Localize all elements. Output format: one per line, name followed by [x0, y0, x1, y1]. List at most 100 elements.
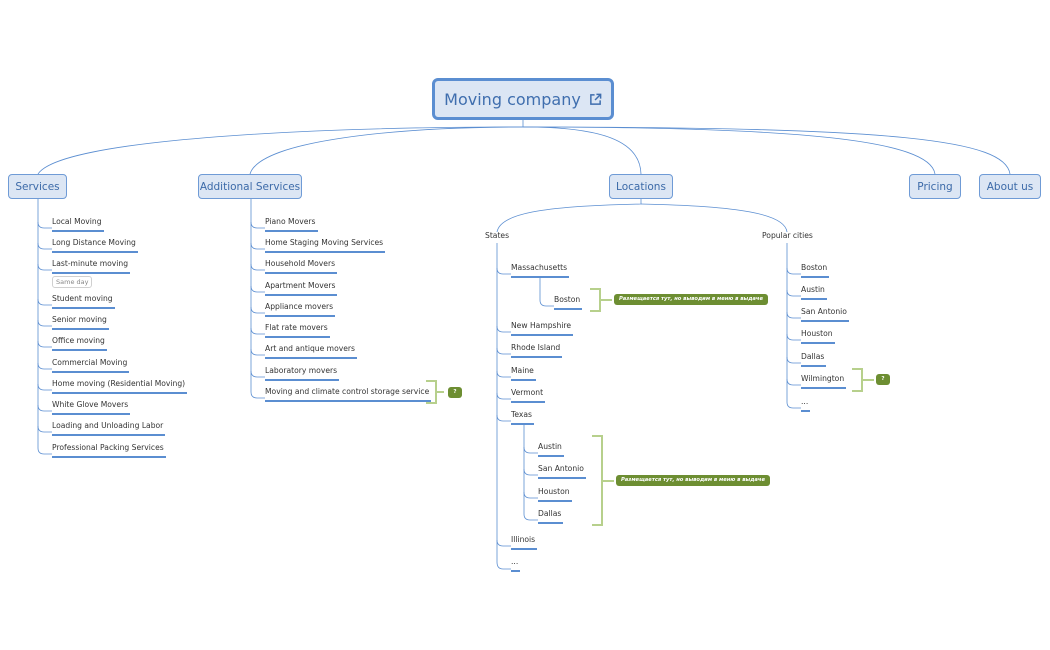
popular-city-item[interactable]: Boston — [801, 262, 830, 278]
state-item[interactable]: Maine — [511, 365, 536, 381]
connector-states-branch — [496, 414, 511, 422]
popular-city-item[interactable]: ... — [801, 396, 811, 412]
texas-city-item[interactable]: Austin — [538, 441, 564, 457]
services-item[interactable]: Commercial Moving — [52, 357, 130, 373]
connector-services-branch — [37, 383, 52, 391]
state-item[interactable]: New Hampshire — [511, 320, 574, 336]
services-item[interactable]: White Glove Movers — [52, 399, 131, 415]
popular-city-item[interactable]: San Antonio — [801, 306, 849, 322]
connector-massachusetts-boston — [539, 276, 554, 307]
connector-popular-branch — [786, 289, 801, 297]
services-item[interactable]: Local Moving — [52, 216, 104, 232]
services-item[interactable]: Last-minute moving — [52, 258, 131, 274]
connector-root-pricing — [522, 126, 936, 175]
root-topic[interactable]: Moving company — [432, 78, 614, 120]
connector-additional-branch — [250, 221, 265, 229]
texas-note[interactable]: Размещается тут, но выводим в меню в выд… — [616, 475, 770, 486]
services-item[interactable]: Home moving (Residential Moving) — [52, 378, 188, 394]
state-item[interactable]: Rhode Island — [511, 342, 563, 358]
connector-services-branch — [37, 263, 52, 271]
additional-item[interactable]: Household Movers — [265, 258, 338, 274]
connector-texas-branch — [523, 468, 538, 476]
additional-item[interactable]: Moving and climate control storage servi… — [265, 386, 432, 402]
popular-city-item[interactable]: Wilmington — [801, 373, 847, 389]
texas-city-item[interactable]: Dallas — [538, 508, 564, 524]
additional-bracket — [426, 380, 444, 404]
additional-item[interactable]: Home Staging Moving Services — [265, 237, 386, 253]
connector-additional-branch — [250, 242, 265, 250]
state-item[interactable]: Vermont — [511, 387, 546, 403]
connector-additional-branch — [250, 263, 265, 271]
connector-additional-branch — [250, 285, 265, 293]
texas-bracket — [592, 435, 614, 526]
connector-popular-branch — [786, 356, 801, 364]
connector-states-branch — [496, 392, 511, 400]
state-item[interactable]: Massachusetts — [511, 262, 570, 278]
massachusetts-bracket — [590, 288, 612, 312]
connector-states-branch — [496, 539, 511, 547]
states-label[interactable]: States — [485, 231, 510, 240]
topic-additional-services[interactable]: Additional Services — [198, 174, 302, 199]
topic-pricing[interactable]: Pricing — [909, 174, 961, 199]
additional-item[interactable]: Flat rate movers — [265, 322, 330, 338]
services-item[interactable]: Office moving — [52, 335, 107, 351]
connector-additional-branch — [250, 370, 265, 378]
services-item[interactable]: Student moving — [52, 293, 115, 309]
connector-states-branch — [496, 370, 511, 378]
topic-about-us[interactable]: About us — [979, 174, 1041, 199]
state-note[interactable]: Размещается тут, но выводим в меню в выд… — [614, 294, 768, 305]
connector-popular-branch — [786, 378, 801, 386]
popular-cities-label[interactable]: Popular cities — [762, 231, 813, 240]
state-item[interactable]: ... — [511, 556, 521, 572]
additional-item[interactable]: Art and antique movers — [265, 343, 357, 359]
additional-item[interactable]: Apartment Movers — [265, 280, 338, 296]
connector-locations-popular — [640, 203, 788, 233]
services-item[interactable]: Loading and Unloading Labor — [52, 420, 166, 436]
topic-services[interactable]: Services — [8, 174, 67, 199]
popular-city-item[interactable]: Dallas — [801, 351, 827, 367]
connector-root-additional — [249, 126, 524, 175]
root-title: Moving company — [444, 89, 581, 109]
same-day-tag: Same day — [52, 276, 93, 288]
connector-popular-trunk — [786, 243, 801, 409]
connector-services-branch — [37, 242, 52, 250]
popular-note[interactable]: ? — [876, 374, 890, 385]
connector-texas-branch — [523, 446, 538, 454]
services-item[interactable]: Senior moving — [52, 314, 109, 330]
connector-services-branch — [37, 362, 52, 370]
additional-item[interactable]: Appliance movers — [265, 301, 336, 317]
connector-services-branch — [37, 319, 52, 327]
state-item[interactable]: Illinois — [511, 534, 538, 550]
services-item[interactable]: Long Distance Moving — [52, 237, 138, 253]
popular-city-item[interactable]: Austin — [801, 284, 827, 300]
connector-additional-trunk — [250, 199, 265, 399]
additional-item[interactable]: Laboratory movers — [265, 365, 340, 381]
connector-states-trunk — [496, 243, 511, 570]
connector-additional-branch — [250, 348, 265, 356]
popular-bracket — [852, 368, 874, 392]
connector-services-branch — [37, 298, 52, 306]
state-city-item[interactable]: Boston — [554, 294, 583, 310]
topic-locations[interactable]: Locations — [609, 174, 673, 199]
connector-root-services — [37, 120, 524, 175]
services-item[interactable]: Professional Packing Services — [52, 442, 166, 458]
additional-item[interactable]: Piano Movers — [265, 216, 318, 232]
connector-popular-branch — [786, 333, 801, 341]
texas-city-item[interactable]: San Antonio — [538, 463, 586, 479]
connector-services-branch — [37, 340, 52, 348]
texas-city-item[interactable]: Houston — [538, 486, 572, 502]
connector-services-branch — [37, 404, 52, 412]
connector-additional-branch — [250, 306, 265, 314]
external-link-icon[interactable] — [589, 93, 602, 106]
connector-states-branch — [496, 347, 511, 355]
connector-services-branch — [37, 425, 52, 433]
popular-city-item[interactable]: Houston — [801, 328, 835, 344]
connector-texas-branch — [523, 491, 538, 499]
connector-locations-states — [496, 199, 642, 233]
connector-texas-trunk — [523, 423, 538, 521]
connector-root-about — [522, 126, 1011, 175]
state-item[interactable]: Texas — [511, 409, 534, 425]
connector-states-branch — [496, 325, 511, 333]
additional-note[interactable]: ? — [448, 387, 462, 398]
